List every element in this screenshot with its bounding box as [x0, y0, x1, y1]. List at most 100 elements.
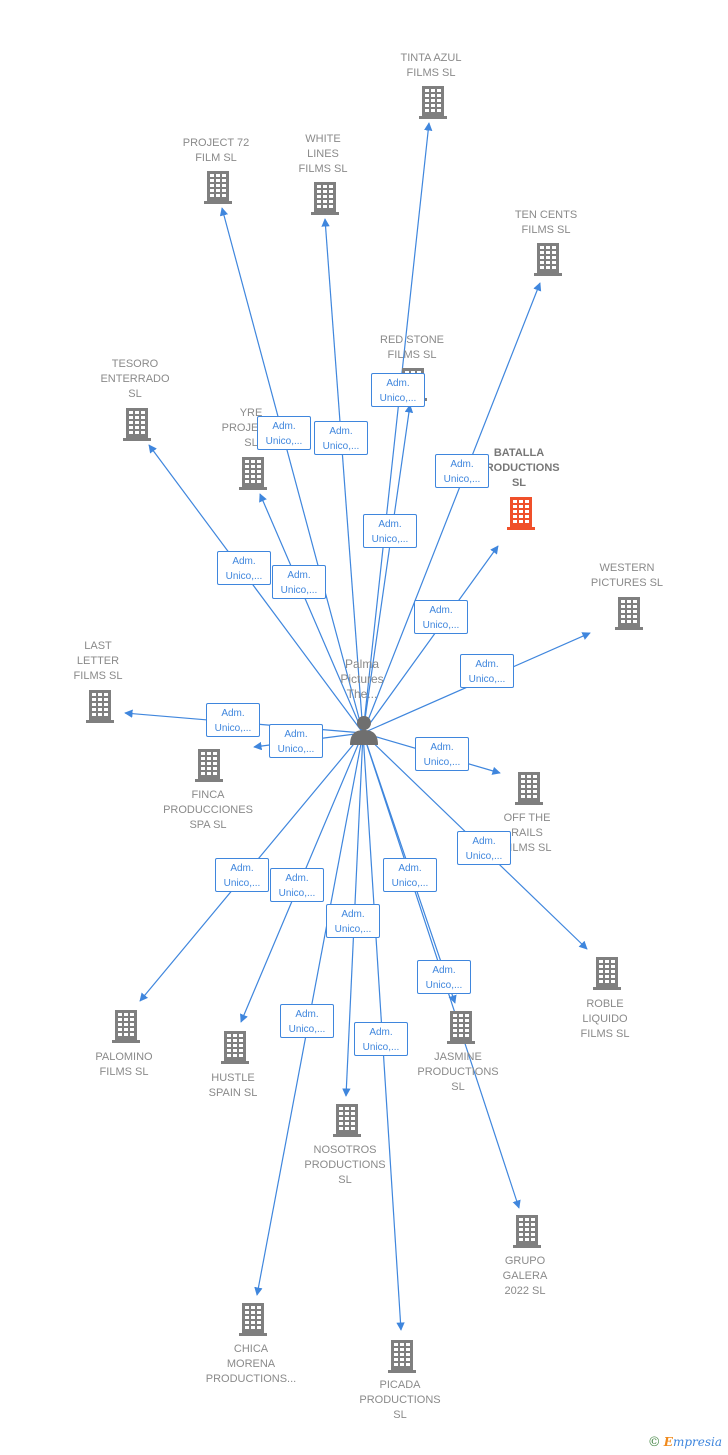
edge-role-badge[interactable]: Adm.Unico,... — [280, 1004, 334, 1038]
edge-role-line2: Unico,... — [423, 757, 461, 768]
building-icon-nosotros[interactable] — [332, 1103, 362, 1139]
edge-role-line2: Unico,... — [214, 723, 252, 734]
node-yre-projects[interactable]: YRE PROJECTS SL — [201, 406, 301, 451]
building-icon-picada[interactable] — [387, 1339, 417, 1375]
edge-role-badge[interactable]: Adm.Unico,... — [326, 904, 380, 938]
edge-line-yre-projects — [259, 493, 364, 734]
edge-role-line2: Unico,... — [379, 393, 417, 404]
edge-role-line1: Adm. — [450, 459, 474, 470]
node-last-letter[interactable]: LAST LETTER FILMS SL — [48, 639, 148, 684]
node-palomino[interactable]: PALOMINO FILMS SL — [74, 1050, 174, 1080]
edge-role-line2: Unico,... — [422, 620, 460, 631]
node-label: LAST LETTER FILMS SL — [73, 640, 123, 682]
building-icon-project-72[interactable] — [203, 170, 233, 206]
edge-role-line1: Adm. — [341, 909, 365, 920]
edge-line-ten-cents — [362, 282, 542, 734]
node-grupo-galera[interactable]: GRUPO GALERA 2022 SL — [475, 1254, 575, 1299]
edge-role-badge[interactable]: Adm. Unico,... — [270, 868, 324, 902]
center-node-label: Palma Pictures The... — [340, 657, 384, 701]
node-label: WESTERN PICTURES SL — [590, 562, 664, 589]
edge-role-line1: Adm. — [430, 742, 454, 753]
edge-role-badge[interactable]: Adm. Unico,... — [354, 1022, 408, 1056]
edge-role-badge[interactable]: Adm.Unico,... — [417, 960, 471, 994]
node-hustle-spain[interactable]: HUSTLE SPAIN SL — [183, 1071, 283, 1101]
edge-role-badge[interactable]: Adm. Unico,... — [215, 858, 269, 892]
edge-line-tinta-azul — [362, 122, 433, 734]
building-icon-western-pictures[interactable] — [614, 596, 644, 632]
edge-line-red-stone — [362, 404, 414, 734]
edge-role-badge[interactable]: Adm.Unico,... — [206, 703, 260, 737]
node-tesoro-enterrado[interactable]: TESORO ENTERRADO SL — [85, 357, 185, 402]
node-label: JASMINE PRODUCTIONS SL — [417, 1051, 499, 1093]
node-label: PICADA PRODUCTIONS SL — [359, 1379, 441, 1421]
building-icon-last-letter[interactable] — [85, 689, 115, 725]
building-icon-palomino[interactable] — [111, 1009, 141, 1045]
node-western-pictures[interactable]: WESTERN PICTURES SL — [577, 561, 677, 591]
edge-role-line2: Unico,... — [443, 474, 481, 485]
edge-role-line1: Adm. — [432, 965, 456, 976]
edge-role-line1: Adm. — [378, 519, 402, 530]
node-project-72[interactable]: PROJECT 72 FILM SL — [166, 136, 266, 166]
node-picada[interactable]: PICADA PRODUCTIONS SL — [350, 1378, 450, 1423]
edge-role-line2: Unico,... — [223, 878, 261, 889]
node-label: TINTA AZUL FILMS SL — [400, 52, 462, 79]
building-icon-yre-projects[interactable] — [238, 456, 268, 492]
edge-role-line2: Unico,... — [468, 674, 506, 685]
edge-role-line2: Unico,... — [278, 888, 316, 899]
copyright-symbol: © — [647, 1435, 661, 1450]
node-white-lines[interactable]: WHITE LINES FILMS SL — [273, 132, 373, 177]
edge-role-badge[interactable]: Adm.Unico,... — [269, 724, 323, 758]
edge-role-badge[interactable]: Adm.Unico,... — [363, 514, 417, 548]
edge-role-line1: Adm. — [230, 863, 254, 874]
node-label: FINCA PRODUCCIONES SPA SL — [163, 789, 253, 831]
person-icon[interactable] — [349, 714, 379, 746]
edge-role-line2: Unico,... — [225, 571, 263, 582]
building-icon-batalla[interactable] — [506, 496, 536, 532]
edge-role-line2: Unico,... — [322, 441, 360, 452]
node-red-stone[interactable]: RED STONE FILMS SL — [362, 333, 462, 363]
edge-role-line1: Adm. — [369, 1027, 393, 1038]
edge-role-badge[interactable]: Adm. Unico,... — [314, 421, 368, 455]
edge-role-badge[interactable]: Adm.Unico,... — [460, 654, 514, 688]
edge-role-line1: Adm. — [329, 426, 353, 437]
edge-role-badge[interactable]: Adm. Unico,... — [415, 737, 469, 771]
edge-role-line1: Adm. — [472, 836, 496, 847]
building-icon-white-lines[interactable] — [310, 181, 340, 217]
building-icon-chica-morena[interactable] — [238, 1302, 268, 1338]
node-tinta-azul[interactable]: TINTA AZUL FILMS SL — [381, 51, 481, 81]
brand-watermark: ©Empresia — [648, 1435, 722, 1450]
edge-role-badge[interactable]: Adm.Unico,... — [383, 858, 437, 892]
edge-role-badge[interactable]: Adm. Unico,... — [414, 600, 468, 634]
building-icon-jasmine[interactable] — [446, 1010, 476, 1046]
building-icon-ten-cents[interactable] — [533, 242, 563, 278]
node-label: CHICA MORENA PRODUCTIONS... — [205, 1343, 297, 1385]
node-chica-morena[interactable]: CHICA MORENA PRODUCTIONS... — [201, 1342, 301, 1387]
building-icon-grupo-galera[interactable] — [512, 1214, 542, 1250]
edge-role-badge[interactable]: Adm.Unico,... — [257, 416, 311, 450]
node-finca[interactable]: FINCA PRODUCCIONES SPA SL — [158, 788, 258, 833]
edge-role-badge[interactable]: Adm. Unico,... — [435, 454, 489, 488]
node-roble-liquido[interactable]: ROBLE LIQUIDO FILMS SL — [555, 997, 655, 1042]
edge-role-line1: Adm. — [272, 421, 296, 432]
edge-role-line1: Adm. — [285, 873, 309, 884]
node-jasmine[interactable]: JASMINE PRODUCTIONS SL — [408, 1050, 508, 1095]
building-icon-finca[interactable] — [194, 748, 224, 784]
edge-role-line2: Unico,... — [362, 1042, 400, 1053]
node-label: RED STONE FILMS SL — [380, 334, 444, 361]
node-ten-cents[interactable]: TEN CENTS FILMS SL — [496, 208, 596, 238]
building-icon-off-the-rails[interactable] — [514, 771, 544, 807]
building-icon-tesoro-enterrado[interactable] — [122, 407, 152, 443]
building-icon-roble-liquido[interactable] — [592, 956, 622, 992]
edge-line-project-72 — [219, 207, 364, 734]
edge-role-line1: Adm. — [429, 605, 453, 616]
node-nosotros[interactable]: NOSOTROS PRODUCTIONS SL — [295, 1143, 395, 1188]
edge-line-white-lines — [321, 218, 364, 734]
node-label: PALOMINO FILMS SL — [95, 1051, 153, 1078]
node-batalla[interactable]: BATALLA PRODUCTIONS SL — [469, 446, 569, 491]
edge-role-badge[interactable]: Adm.Unico,... — [217, 551, 271, 585]
edge-role-badge[interactable]: Adm.Unico,... — [457, 831, 511, 865]
building-icon-hustle-spain[interactable] — [220, 1030, 250, 1066]
building-icon-tinta-azul[interactable] — [418, 85, 448, 121]
edge-role-badge[interactable]: Adm.Unico,... — [272, 565, 326, 599]
edge-role-badge[interactable]: Adm.Unico,... — [371, 373, 425, 407]
